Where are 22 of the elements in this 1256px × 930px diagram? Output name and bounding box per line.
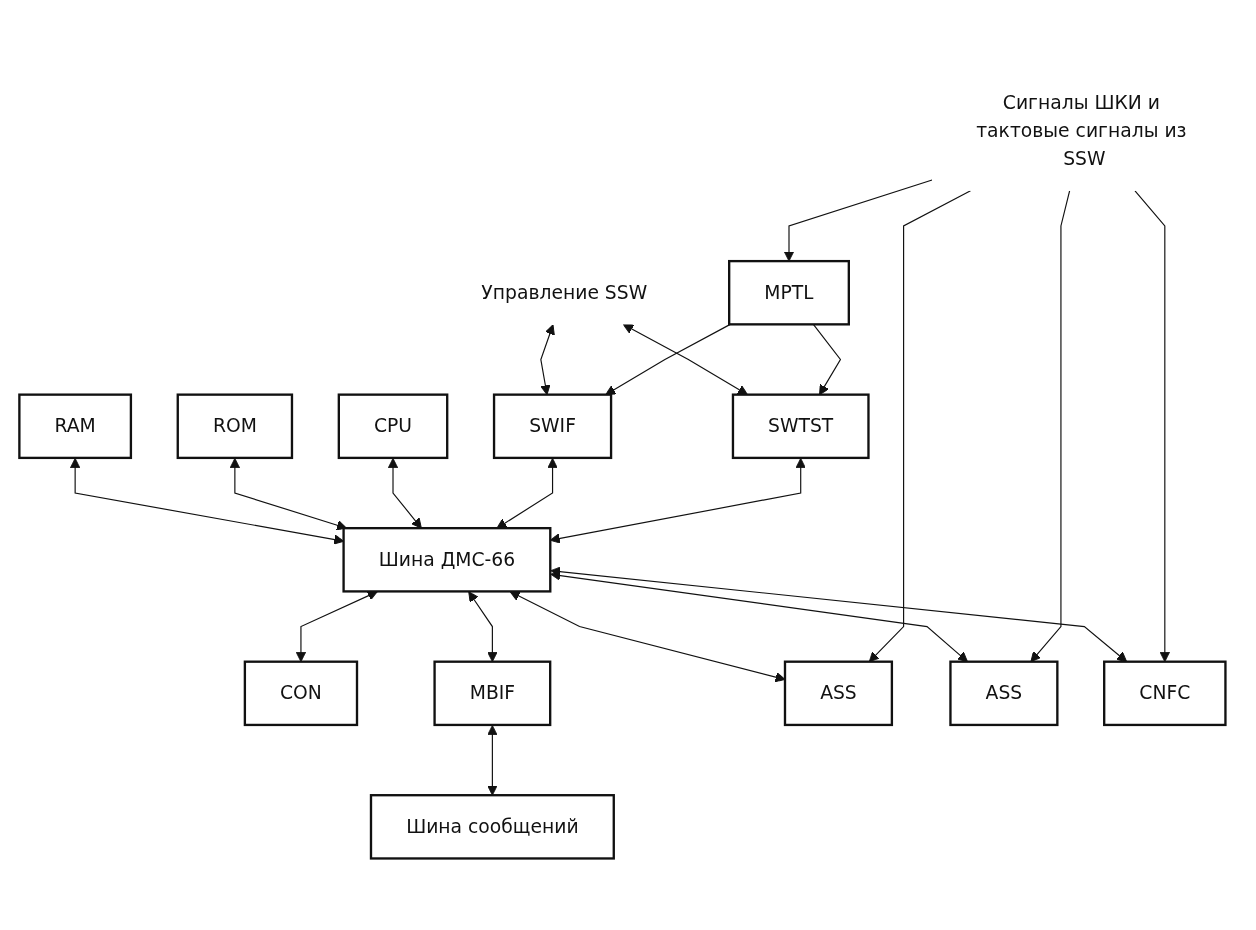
node-box: MBIF	[433, 660, 552, 727]
arrow	[783, 179, 933, 262]
node-box: SWTST	[731, 393, 870, 460]
node-box: Шина ДМС-66	[342, 527, 552, 593]
arrow	[387, 457, 422, 529]
node-text: Сигналы ШКИ и тактовые сигналы из SSW	[976, 91, 1187, 170]
node-text: Управление SSW	[481, 281, 648, 304]
node-box: CPU	[337, 393, 449, 460]
arrow	[70, 457, 345, 545]
node-box: Шина сообщений	[369, 794, 615, 860]
node-box: ASS	[949, 660, 1059, 727]
arrow	[487, 725, 498, 796]
node-box: RAM	[18, 393, 133, 460]
node-box: MPTL	[728, 260, 850, 326]
arrow	[605, 323, 731, 396]
node-box: CON	[243, 660, 359, 727]
node-box: CNFC	[1103, 660, 1227, 727]
node-box: ASS	[783, 660, 894, 727]
node-box: SWIF	[492, 393, 613, 460]
arrow	[496, 457, 558, 529]
node-box: ROM	[176, 393, 294, 460]
arrow	[229, 457, 347, 531]
